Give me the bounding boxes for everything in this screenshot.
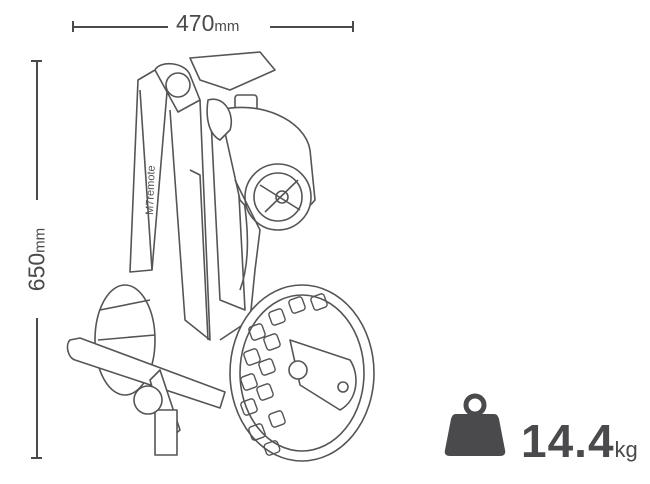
height-dimension-cap-bottom: [31, 457, 42, 459]
height-value: 650: [23, 252, 50, 292]
width-value: 470: [176, 10, 215, 36]
weight-value: 14.4: [521, 415, 615, 467]
brand-text: M7remote: [144, 165, 158, 215]
weight-label: 14.4kg: [521, 414, 638, 468]
height-unit: mm: [31, 227, 49, 253]
width-dimension-cap-right: [352, 21, 354, 32]
folded-trolley-illustration: M7remote: [66, 51, 375, 462]
height-dimension-label: 650mm: [24, 215, 51, 305]
width-unit: mm: [214, 18, 240, 35]
weight-unit: kg: [614, 437, 638, 462]
height-dimension-line-top: [36, 60, 38, 200]
width-dimension-line-right: [270, 26, 354, 28]
height-dimension-line-bottom: [36, 318, 38, 458]
width-dimension-label: 470mm: [176, 10, 239, 37]
weight-icon: [444, 393, 506, 456]
width-dimension-cap-left: [72, 21, 74, 32]
width-dimension-line-left: [72, 26, 168, 28]
